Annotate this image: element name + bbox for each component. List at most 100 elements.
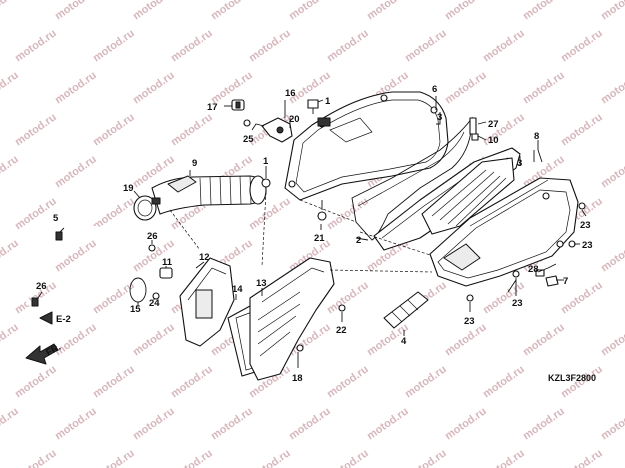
watermark-text: motod.ru	[559, 447, 605, 468]
watermark-text: motod.ru	[599, 237, 625, 274]
label-7: 7	[563, 276, 568, 287]
label-21: 21	[314, 233, 325, 244]
watermark-text: motod.ru	[53, 405, 99, 442]
watermark-text: motod.ru	[53, 237, 99, 274]
watermark-text: motod.ru	[599, 0, 625, 22]
watermark-text: motod.ru	[131, 0, 177, 22]
label-1-left: 1	[263, 156, 269, 167]
grommet-17	[231, 99, 245, 111]
label-8: 8	[534, 131, 539, 142]
label-25: 25	[243, 134, 254, 145]
label-11: 11	[162, 257, 173, 268]
bolt-24	[152, 292, 160, 300]
label-23-d: 23	[464, 316, 475, 327]
intake-duct	[151, 175, 267, 215]
label-20: 20	[289, 114, 300, 125]
watermark-text: motod.ru	[443, 0, 489, 22]
guide-lines	[169, 191, 433, 273]
filter-element	[421, 157, 515, 235]
watermark-text: motod.ru	[559, 111, 605, 148]
label-1-upper: 1	[325, 96, 331, 107]
watermark-text: motod.ru	[131, 321, 177, 358]
watermark-text: motod.ru	[403, 447, 449, 468]
watermark-text: motod.ru	[481, 363, 527, 400]
nut-25	[243, 119, 251, 127]
label-22: 22	[336, 325, 347, 336]
watermark-text: motod.ru	[53, 0, 99, 22]
watermark-text: motod.ru	[443, 405, 489, 442]
label-26-a: 26	[147, 231, 158, 242]
watermark-text: motod.ru	[209, 405, 255, 442]
case-cover-upper	[284, 91, 449, 201]
watermark-text: motod.ru	[0, 321, 21, 358]
watermark-text: motod.ru	[13, 27, 59, 64]
label-5: 5	[53, 213, 59, 224]
label-9: 9	[192, 158, 197, 169]
watermark-text: motod.ru	[91, 111, 137, 148]
drain-27-10	[469, 117, 479, 141]
label-15: 15	[130, 304, 141, 315]
label-16: 16	[285, 88, 296, 99]
label-27: 27	[488, 119, 499, 130]
watermark-text: motod.ru	[131, 405, 177, 442]
label-6: 6	[432, 84, 437, 95]
watermark-text: motod.ru	[53, 153, 99, 190]
watermark-text: motod.ru	[481, 27, 527, 64]
label-28: 28	[528, 264, 539, 275]
watermark-text: motod.ru	[559, 27, 605, 64]
watermark-text: motod.ru	[325, 363, 371, 400]
watermark-text: motod.ru	[403, 27, 449, 64]
watermark-text: motod.ru	[521, 69, 567, 106]
watermark-text: motod.ru	[521, 0, 567, 22]
watermark-text: motod.ru	[0, 0, 21, 22]
diagram-code: KZL3F2800	[548, 373, 596, 383]
watermark-text: motod.ru	[169, 447, 215, 468]
label-10: 10	[488, 135, 499, 146]
leader-lines	[37, 96, 587, 368]
watermark-text: motod.ru	[0, 405, 21, 442]
hose-5	[21, 225, 134, 310]
label-17: 17	[207, 102, 218, 113]
watermark-text: motod.ru	[13, 363, 59, 400]
watermark-text: motod.ru	[443, 69, 489, 106]
watermark-text: motod.ru	[13, 195, 59, 232]
watermark-text: motod.ru	[365, 0, 411, 22]
bolt-1-upper	[307, 99, 319, 114]
clamp-19	[133, 195, 161, 221]
watermark-text: motod.ru	[91, 447, 137, 468]
watermark-text: motod.ru	[209, 0, 255, 22]
watermark-text: motod.ru	[169, 27, 215, 64]
label-12: 12	[199, 252, 210, 263]
watermark-text: motod.ru	[13, 111, 59, 148]
watermark-text: motod.ru	[247, 27, 293, 64]
watermark-text: motod.ru	[325, 447, 371, 468]
watermark-text: motod.ru	[599, 69, 625, 106]
breather-4	[383, 291, 429, 329]
watermark-text: motod.ru	[521, 321, 567, 358]
watermark-text: motod.ru	[13, 447, 59, 468]
watermark-text: motod.ru	[287, 0, 333, 22]
clip-26	[148, 244, 156, 252]
watermark-text: motod.ru	[0, 69, 21, 106]
label-2: 2	[356, 235, 361, 246]
watermark-text: motod.ru	[287, 405, 333, 442]
watermark-text: motod.ru	[325, 27, 371, 64]
label-3-right: 3	[517, 158, 522, 169]
label-26-b: 26	[36, 281, 47, 292]
label-13: 13	[256, 278, 267, 289]
label-19: 19	[123, 183, 134, 194]
part-labels: 1 1 2 3 3 4 5 6 7 8 9 10 11 12 13 14 15 …	[36, 84, 593, 384]
watermark-text: motod.ru	[599, 153, 625, 190]
watermark-text: motod.ru	[599, 405, 625, 442]
duct-12	[179, 257, 235, 347]
watermark-text: motod.ru	[0, 237, 21, 274]
label-3-upper: 3	[437, 112, 442, 123]
label-14: 14	[232, 284, 243, 295]
watermark-text: motod.ru	[0, 153, 21, 190]
cover-13	[249, 257, 335, 381]
label-18: 18	[292, 373, 303, 384]
watermark-text: motod.ru	[131, 69, 177, 106]
watermark-text: motod.ru	[91, 27, 137, 64]
